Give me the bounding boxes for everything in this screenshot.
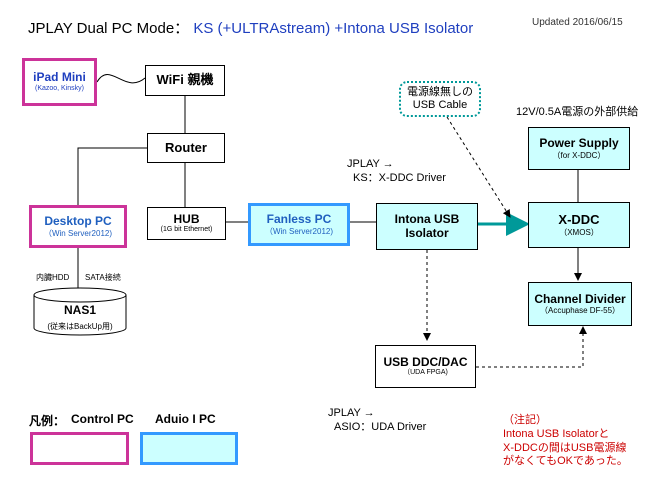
divider-sub: （Accuphase DF-55） <box>539 306 621 316</box>
usb-ddc-dac-node: USB DDC/DAC （UDA FPGA) <box>375 345 476 388</box>
note-line4: がなくてもOKであった。 <box>503 455 628 468</box>
fanless-label: Fanless PC <box>266 212 332 226</box>
desktop-label: Desktop PC <box>44 214 112 228</box>
divider-label: Channel Divider <box>534 291 626 306</box>
nas-label: NAS1 <box>63 303 96 317</box>
cable-note-line2: USB Cable <box>412 99 468 111</box>
ipad-sub: (Kazoo, Kinsky) <box>34 84 85 92</box>
router-desktop-line <box>77 147 147 205</box>
channel-divider-node: Channel Divider （Accuphase DF-55） <box>528 282 632 326</box>
note-line2: Intona USB Isolatorと <box>503 427 610 440</box>
usbddc-label: USB DDC/DAC <box>383 354 468 369</box>
ks-jplay: JPLAY → <box>347 158 394 170</box>
cable-note-line1: 電源線無しの <box>407 86 473 99</box>
nas-sub: (従来はBackUp用) <box>47 322 113 331</box>
power-sub: （for X-DDC） <box>552 150 606 160</box>
legend-title: 凡例： <box>29 414 66 428</box>
ipad-node: iPad Mini (Kazoo, Kinsky) <box>22 58 97 106</box>
hub-label: HUB <box>173 211 200 226</box>
title-highlight: KS (+ULTRAstream) +Intona USB Isolator <box>193 20 474 37</box>
ks-driver-label: JPLAY → KS：X-DDC Driver <box>347 157 446 186</box>
legend-control-swatch <box>30 432 129 465</box>
wifi-link-line <box>96 74 146 84</box>
legend-control-label: Control PC <box>71 412 134 426</box>
nas-cylinder <box>33 287 127 336</box>
wifi-label: WiFi 親機 <box>156 72 214 88</box>
page-title: JPLAY Dual PC Mode： KS (+ULTRAstream) +I… <box>28 17 473 38</box>
power-supply-node: Power Supply （for X-DDC） <box>528 127 630 170</box>
power-label: Power Supply <box>539 136 619 150</box>
asio-driver: ASIO：UDA Driver <box>334 421 427 434</box>
title-main: JPLAY Dual PC Mode： <box>28 20 190 37</box>
ipad-label: iPad Mini <box>33 70 86 85</box>
updated-date: Updated 2016/06/15 <box>532 17 623 28</box>
hub-node: HUB (1G bit Ethernet) <box>147 207 226 240</box>
xddc-sub: （XMOS） <box>559 227 599 237</box>
usbddc-divider-arrow <box>476 326 587 368</box>
asio-jplay: JPLAY → <box>328 407 375 419</box>
note-line1: （注記） <box>503 414 547 426</box>
x-ddc-node: X-DDC （XMOS） <box>528 202 630 248</box>
usbddc-sub: （UDA FPGA) <box>403 369 448 377</box>
desktop-sub: （Win Server2012) <box>43 228 113 238</box>
ext-power-label: 12V/0.5A電源の外部供給 <box>516 106 639 118</box>
cable-note-arrow <box>446 116 511 218</box>
sata-label: SATA接続 <box>85 273 121 282</box>
legend-audio-label: Aduio I PC <box>155 412 216 426</box>
ks-driver: KS：X-DDC Driver <box>353 172 446 185</box>
intona-isolator-node: Intona USB Isolator <box>376 203 478 250</box>
note-line3: X-DDCの間はUSB電源線 <box>503 441 627 454</box>
desktop-pc-node: Desktop PC （Win Server2012) <box>29 205 127 248</box>
usb-cable-note: 電源線無しの USB Cable <box>399 81 481 117</box>
legend-audio-swatch <box>140 432 238 465</box>
wifi-node: WiFi 親機 <box>145 65 225 96</box>
fanless-sub: （Win Server2012) <box>264 226 334 236</box>
hub-sub: (1G bit Ethernet) <box>160 226 213 234</box>
router-node: Router <box>147 133 225 163</box>
asio-driver-label: JPLAY → ASIO：UDA Driver <box>328 406 426 435</box>
xddc-label: X-DDC <box>558 211 600 227</box>
intona-label-2: Isolator <box>405 225 449 240</box>
internal-hdd-label: 内臓HDD <box>36 273 70 282</box>
note-block: （注記） Intona USB Isolatorと X-DDCの間はUSB電源線… <box>503 414 628 469</box>
fanless-pc-node: Fanless PC （Win Server2012) <box>248 203 350 246</box>
intona-label-1: Intona USB <box>394 211 460 226</box>
router-label: Router <box>165 139 207 155</box>
